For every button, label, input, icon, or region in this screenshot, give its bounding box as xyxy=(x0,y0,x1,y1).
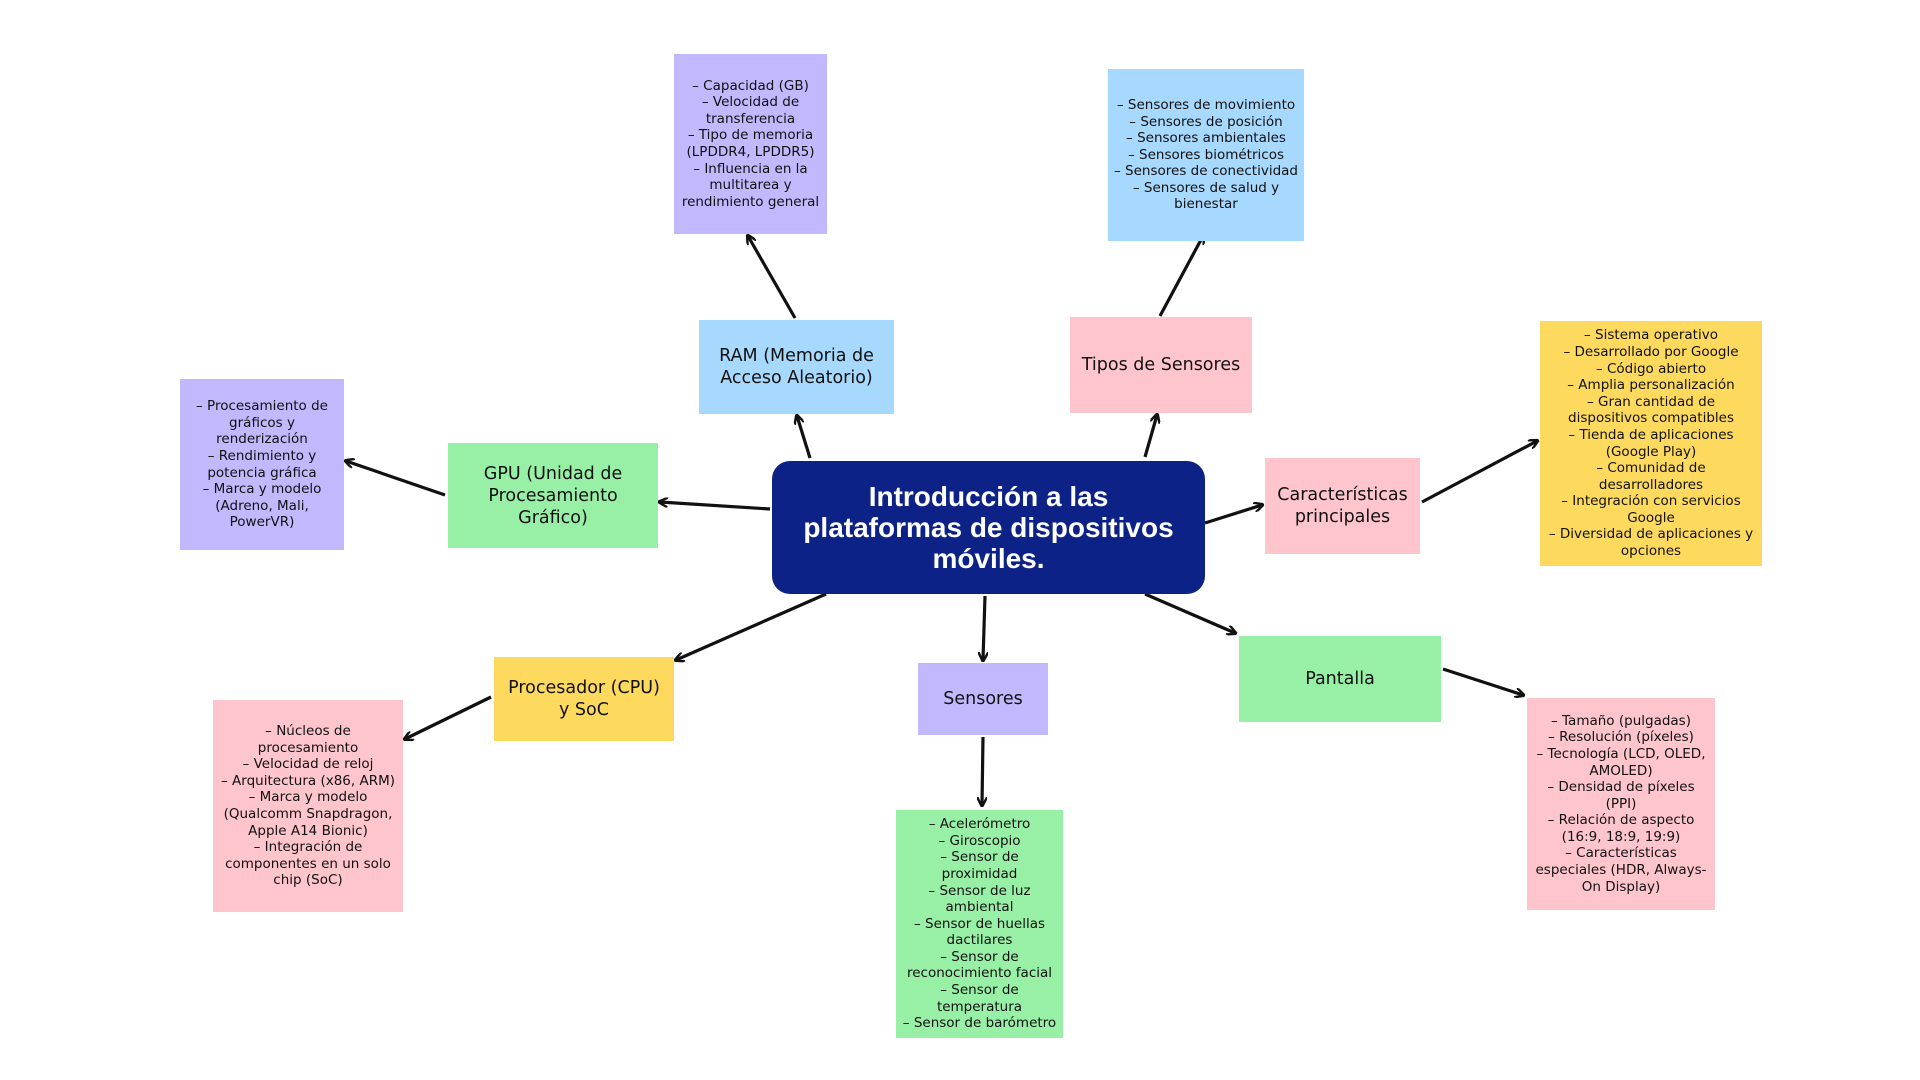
topic-ram-label: RAM (Memoria de Acceso Aleatorio) xyxy=(719,346,874,388)
detail-ram-text: – Capacidad (GB) – Velocidad de transfer… xyxy=(681,77,820,210)
arrow-tipos-sensores-to-detail xyxy=(1158,236,1203,317)
detail-ram: – Capacidad (GB) – Velocidad de transfer… xyxy=(674,54,827,234)
detail-caracteristicas-text: – Sistema operativo – Desarrollado por G… xyxy=(1548,327,1754,560)
topic-sensores-label: Sensores xyxy=(943,689,1023,709)
detail-pantalla: – Tamaño (pulgadas) – Resolución (píxele… xyxy=(1527,698,1715,910)
topic-ram: RAM (Memoria de Acceso Aleatorio) xyxy=(699,320,894,414)
detail-pantalla-text: – Tamaño (pulgadas) – Resolución (píxele… xyxy=(1535,712,1707,895)
arrow-main-to-tipos-sensores xyxy=(1143,415,1157,458)
central-topic-title: Introducción a las plataformas de dispos… xyxy=(803,481,1174,574)
topic-cpu: Procesador (CPU) y SoC xyxy=(494,657,674,741)
detail-sensores-text: – Acelerómetro – Giroscopio – Sensor de … xyxy=(902,816,1057,1032)
topic-tipos-sensores-label: Tipos de Sensores xyxy=(1081,355,1241,375)
arrow-main-to-cpu xyxy=(676,592,827,660)
detail-tipos-sensores: – Sensores de movimiento – Sensores de p… xyxy=(1108,69,1304,241)
topic-tipos-sensores: Tipos de Sensores xyxy=(1070,317,1252,413)
topic-pantalla-label: Pantalla xyxy=(1305,669,1375,689)
arrow-main-to-ram xyxy=(797,416,812,459)
arrow-caracteristicas-to-detail xyxy=(1421,441,1537,504)
arrow-main-to-pantalla xyxy=(1144,592,1235,633)
topic-caracteristicas-label: Características principales xyxy=(1277,485,1408,527)
arrow-gpu-to-detail xyxy=(346,461,446,497)
detail-caracteristicas: – Sistema operativo – Desarrollado por G… xyxy=(1540,321,1762,566)
arrow-main-to-sensores xyxy=(983,595,985,660)
central-topic: Introducción a las plataformas de dispos… xyxy=(772,461,1205,594)
topic-sensores: Sensores xyxy=(918,663,1048,735)
detail-gpu: – Procesamiento de gráficos y renderizac… xyxy=(180,379,344,550)
detail-gpu-text: – Procesamiento de gráficos y renderizac… xyxy=(196,398,328,531)
detail-cpu: – Núcleos de procesamiento – Velocidad d… xyxy=(213,700,403,912)
topic-gpu: GPU (Unidad de Procesamiento Gráfico) xyxy=(448,443,658,548)
arrow-pantalla-to-detail xyxy=(1442,667,1523,695)
topic-pantalla: Pantalla xyxy=(1239,636,1441,722)
arrow-cpu-to-detail xyxy=(405,695,492,739)
topic-gpu-label: GPU (Unidad de Procesamiento Gráfico) xyxy=(483,463,623,528)
detail-tipos-sensores-text: – Sensores de movimiento – Sensores de p… xyxy=(1114,96,1298,213)
topic-caracteristicas: Características principales xyxy=(1265,458,1420,554)
arrow-sensores-to-detail xyxy=(982,736,983,805)
detail-sensores: – Acelerómetro – Giroscopio – Sensor de … xyxy=(896,810,1063,1038)
topic-cpu-label: Procesador (CPU) y SoC xyxy=(508,678,660,720)
arrow-main-to-caracteristicas xyxy=(1204,505,1262,525)
detail-cpu-text: – Núcleos de procesamiento – Velocidad d… xyxy=(221,723,395,889)
arrow-ram-to-detail xyxy=(748,236,797,319)
arrow-main-to-gpu xyxy=(660,502,771,511)
